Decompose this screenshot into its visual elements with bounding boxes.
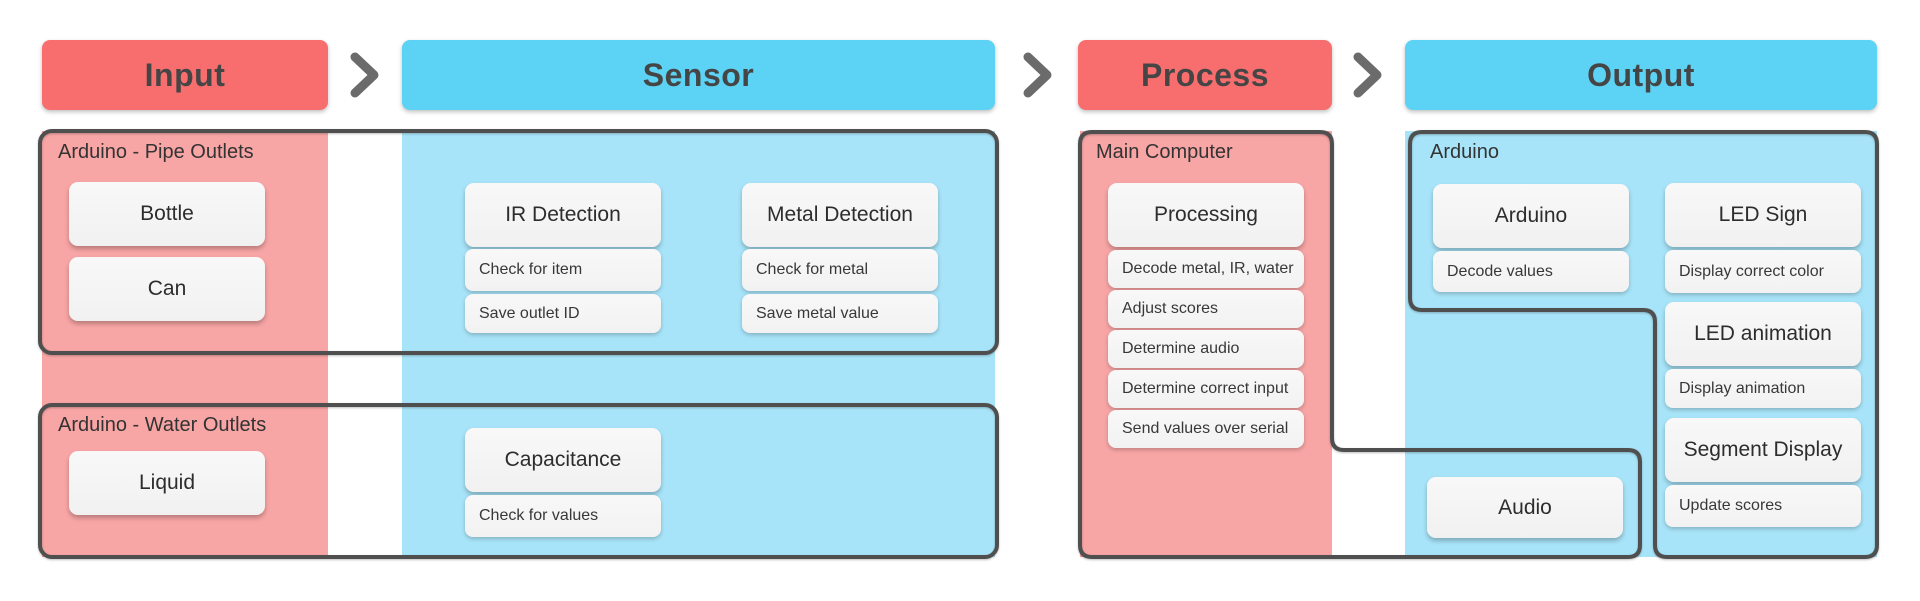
header-output-label: Output [1587,56,1695,93]
header-input: Input [42,40,328,110]
node-metal-detection-label: Metal Detection [767,203,913,226]
group-label-pipe-outlets: Arduino - Pipe Outlets [58,141,254,163]
step-check-for-item: Check for item [465,249,661,291]
header-process: Process [1078,40,1332,110]
node-segment-display: Segment Display [1665,418,1861,482]
chevron-right-icon [1352,52,1384,98]
node-led-sign-label: LED Sign [1718,203,1808,226]
step-determine-correct-input: Determine correct input [1108,370,1304,408]
node-liquid: Liquid [69,451,265,515]
node-segment-display-label: Segment Display [1683,438,1843,461]
node-ir-detection-label: IR Detection [505,203,621,226]
node-led-animation: LED animation [1665,302,1861,366]
step-send-values-over-serial: Send values over serial [1108,410,1304,448]
header-process-label: Process [1140,56,1270,93]
step-update-scores: Update scores [1665,485,1861,527]
node-arduino: Arduino [1433,184,1629,248]
node-audio-label: Audio [1498,495,1552,519]
node-ir-detection: IR Detection [465,183,661,247]
header-sensor: Sensor [402,40,995,110]
header-output: Output [1405,40,1877,110]
group-label-water-outlets: Arduino - Water Outlets [58,414,267,436]
step-decode-metal-ir-water: Decode metal, IR, water [1108,250,1304,288]
step-save-outlet-id: Save outlet ID [465,294,661,333]
node-can-label: Can [147,277,187,300]
group-label-arduino-output: Arduino [1430,141,1499,163]
node-metal-detection: Metal Detection [742,183,938,247]
header-sensor-label: Sensor [642,56,755,93]
node-capacitance: Capacitance [465,428,661,492]
node-led-sign: LED Sign [1665,183,1861,247]
step-display-correct-color: Display correct color [1665,250,1861,293]
step-determine-audio: Determine audio [1108,330,1304,368]
node-liquid-label: Liquid [138,471,196,494]
step-decode-values: Decode values [1433,251,1629,292]
chevron-right-icon [1022,52,1054,98]
node-processing: Processing [1108,183,1304,247]
chevron-right-icon [349,52,381,98]
node-led-animation-label: LED animation [1694,322,1832,345]
node-bottle: Bottle [69,182,265,246]
node-can: Can [69,257,265,321]
step-check-for-values: Check for values [465,495,661,537]
step-display-animation: Display animation [1665,369,1861,408]
node-arduino-label: Arduino [1494,204,1568,227]
node-capacitance-label: Capacitance [504,448,622,471]
step-check-for-metal: Check for metal [742,249,938,291]
node-bottle-label: Bottle [140,202,194,225]
header-input-label: Input [144,56,226,93]
step-save-metal-value: Save metal value [742,294,938,333]
node-audio: Audio [1427,477,1623,538]
node-processing-label: Processing [1154,203,1258,226]
step-adjust-scores: Adjust scores [1108,290,1304,328]
group-label-main-computer: Main Computer [1096,141,1233,163]
